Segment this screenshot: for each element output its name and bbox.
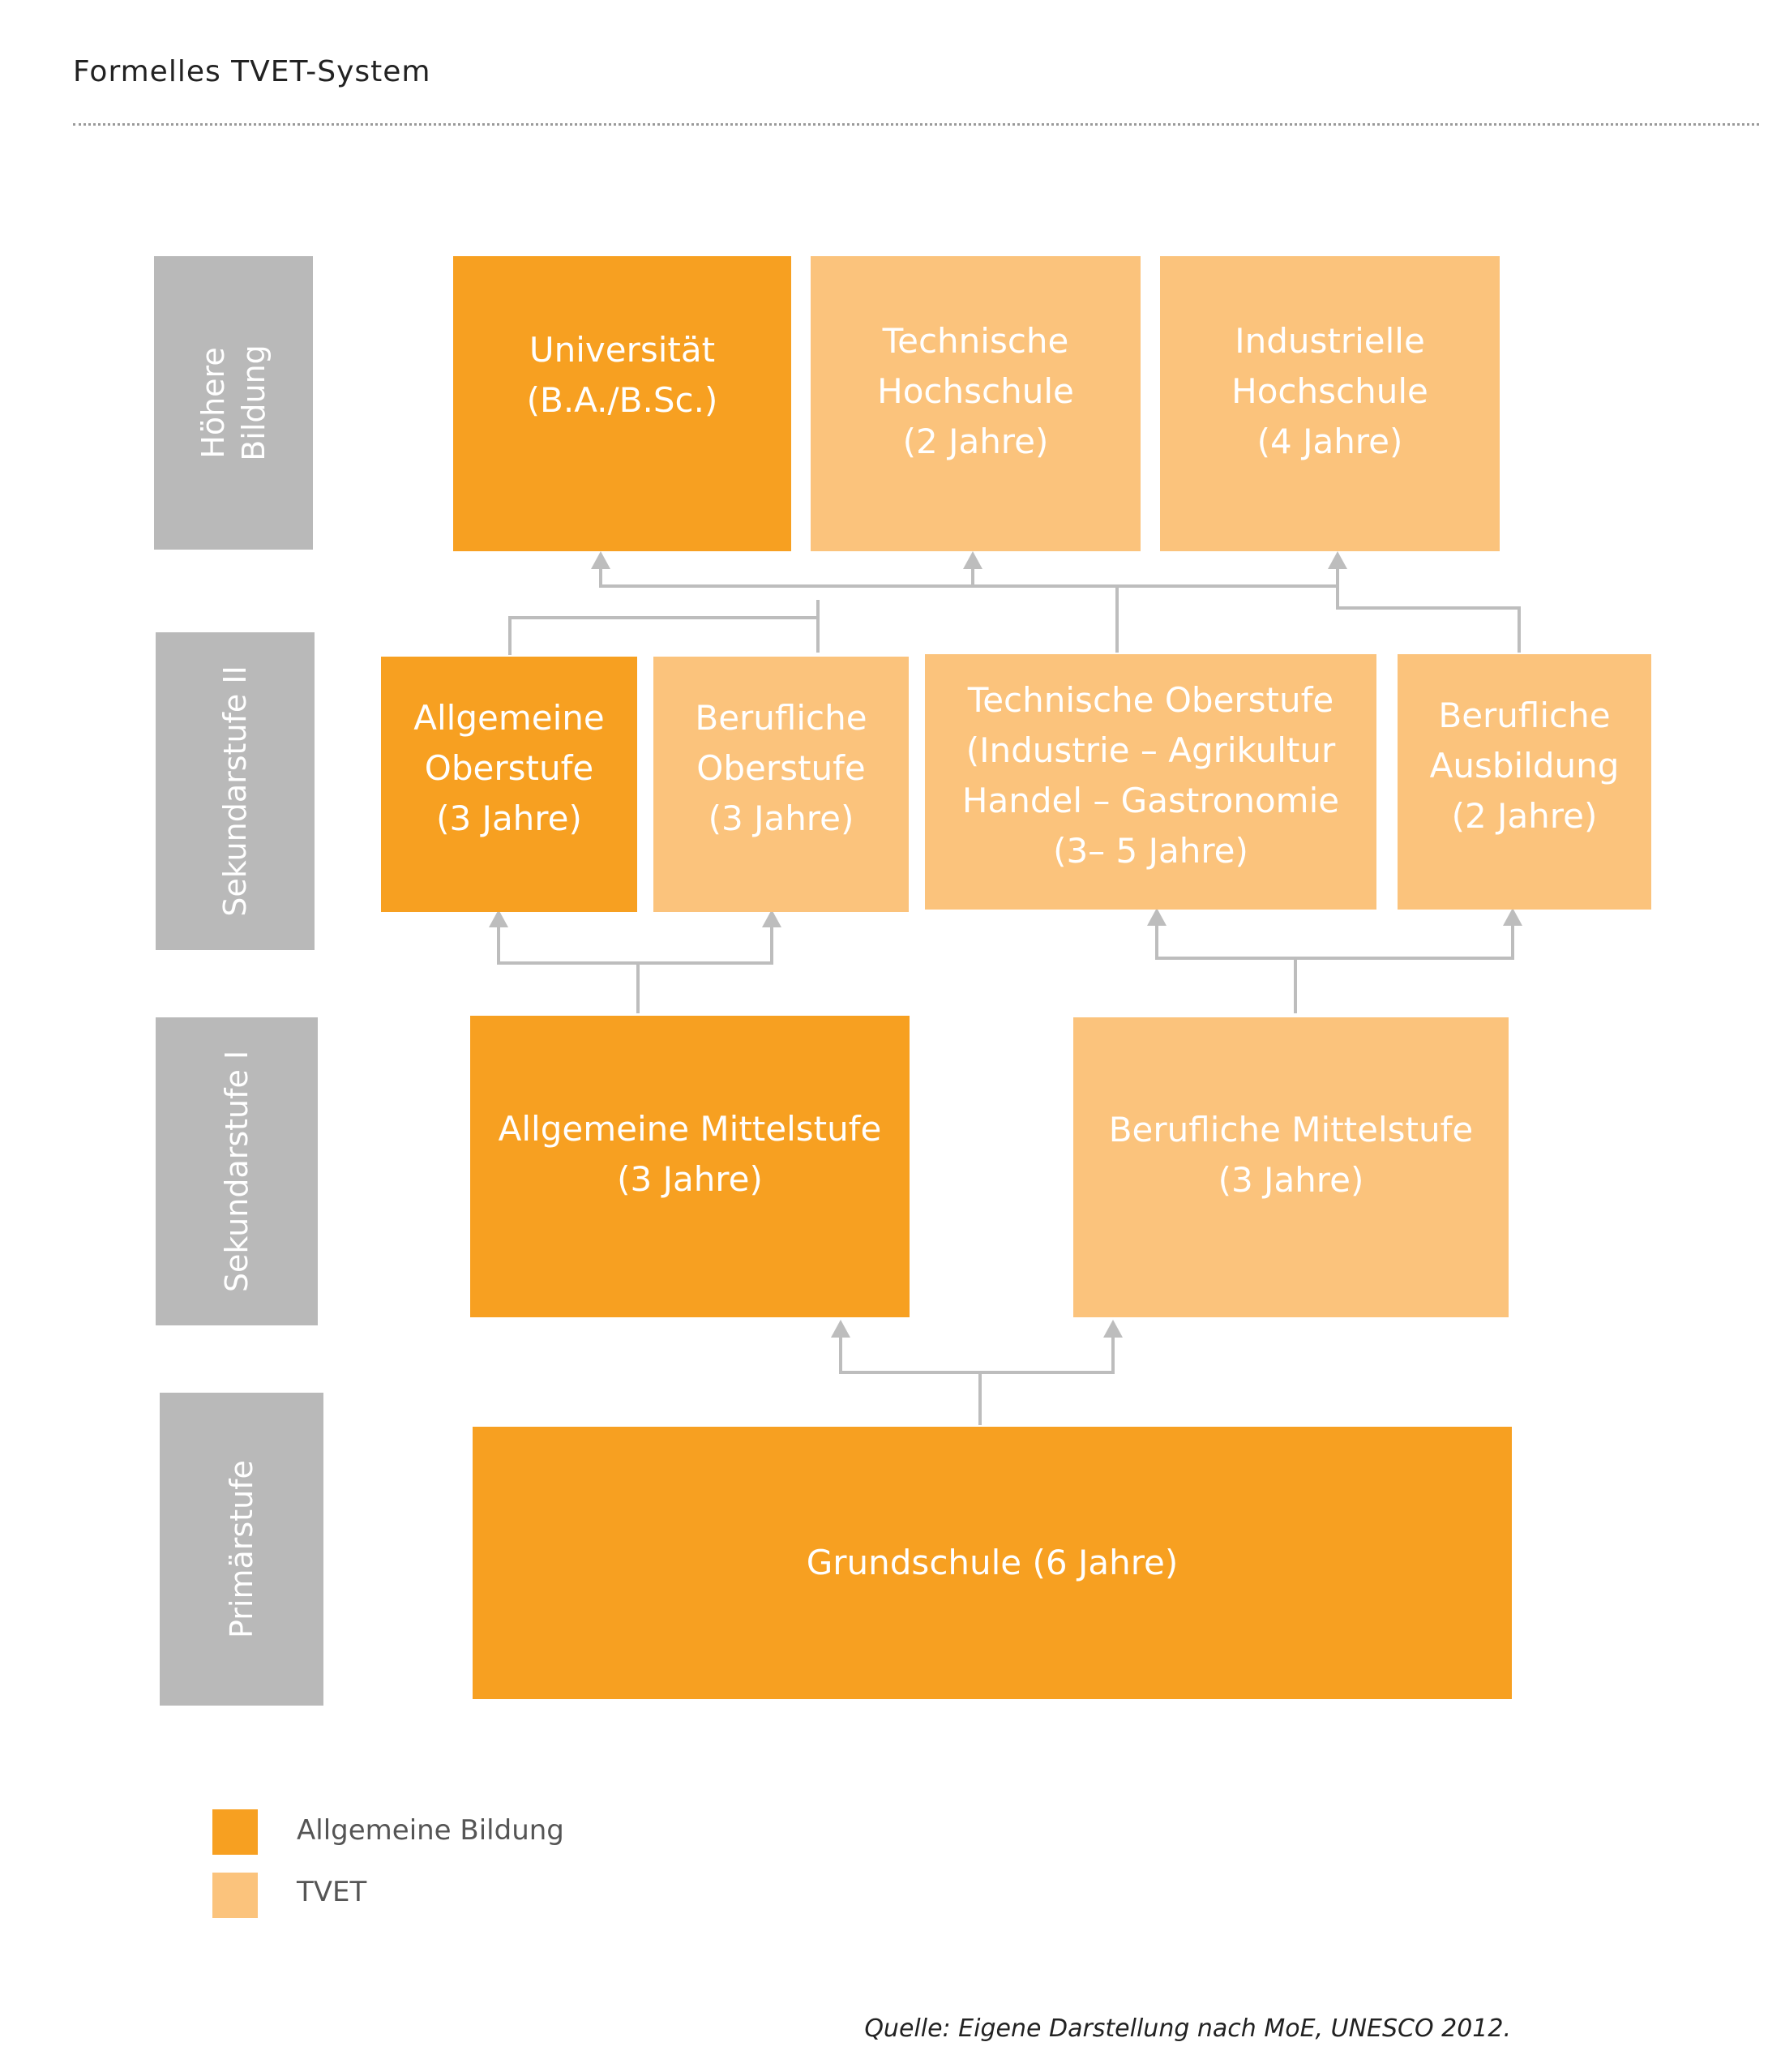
- box-label: Universität (B.A./B.Sc.): [526, 330, 718, 420]
- legend-swatch-tvet: [212, 1873, 258, 1918]
- arrow-allg-mittel: [831, 1320, 850, 1338]
- arrow-ber-mittel: [1103, 1320, 1123, 1338]
- level-label: Höhere Bildung: [195, 345, 272, 461]
- level-secondary-1: Sekundarstufe I: [156, 1017, 318, 1325]
- legend-label-general: Allgemeine Bildung: [297, 1814, 564, 1847]
- connector-allg-ober: [508, 600, 820, 655]
- level-label: Primärstufe: [224, 1460, 259, 1638]
- legend-swatch-general: [212, 1809, 258, 1855]
- box-technische-hochschule: Technische Hochschule (2 Jahre): [811, 256, 1141, 551]
- arrow-tech-ober: [1147, 908, 1167, 926]
- connector-higher-bus: [599, 584, 1338, 588]
- box-universitaet: Universität (B.A./B.Sc.): [453, 256, 791, 551]
- level-secondary-2: Sekundarstufe II: [156, 632, 315, 950]
- box-grundschule: Grundschule (6 Jahre): [473, 1427, 1512, 1699]
- connector-primary-bus: [839, 1336, 1115, 1374]
- arrow-ber-ober: [762, 910, 781, 927]
- arrow-allg-ober: [489, 910, 508, 927]
- dotted-divider: [73, 123, 1759, 126]
- arrow-techhs: [963, 551, 982, 569]
- level-primary: Primärstufe: [160, 1393, 323, 1706]
- box-industrielle-hochschule: Industrielle Hochschule (4 Jahre): [1160, 256, 1500, 551]
- source-note: Quelle: Eigene Darstellung nach MoE, UNE…: [864, 2014, 1511, 2043]
- connector-allg-mittel-bus: [497, 924, 773, 965]
- box-allgemeine-oberstufe: Allgemeine Oberstufe (3 Jahre): [381, 657, 637, 912]
- connector-ber-mittel-bus: [1155, 924, 1514, 960]
- box-label: Technische Hochschule (2 Jahre): [877, 321, 1074, 461]
- level-higher-education: Höhere Bildung: [154, 256, 313, 550]
- box-label: Allgemeine Oberstufe (3 Jahre): [413, 697, 605, 838]
- legend-label-tvet: TVET: [297, 1876, 367, 1908]
- arrow-ber-ausb: [1503, 908, 1522, 926]
- box-technische-oberstufe: Technische Oberstufe (Industrie – Agriku…: [925, 654, 1376, 910]
- box-label: Allgemeine Mittelstufe (3 Jahre): [498, 1109, 882, 1199]
- level-label: Sekundarstufe I: [219, 1050, 255, 1293]
- box-label: Grundschule (6 Jahre): [806, 1543, 1179, 1582]
- connector-ber-ausb: [1336, 586, 1521, 653]
- arrow-indhs: [1328, 551, 1347, 569]
- box-label: Berufliche Oberstufe (3 Jahre): [695, 697, 867, 838]
- box-berufliche-mittelstufe: Berufliche Mittelstufe (3 Jahre): [1073, 1017, 1509, 1317]
- box-berufliche-ausbildung: Berufliche Ausbildung (2 Jahre): [1398, 654, 1651, 910]
- arrow-uni: [591, 551, 610, 569]
- level-label: Sekundarstufe II: [217, 666, 253, 917]
- box-berufliche-oberstufe: Berufliche Oberstufe (3 Jahre): [653, 657, 909, 912]
- box-label: Industrielle Hochschule (4 Jahre): [1231, 321, 1428, 461]
- box-label: Berufliche Mittelstufe (3 Jahre): [1108, 1110, 1474, 1200]
- box-label: Berufliche Ausbildung (2 Jahre): [1429, 695, 1620, 836]
- box-allgemeine-mittelstufe: Allgemeine Mittelstufe (3 Jahre): [470, 1016, 910, 1317]
- box-label: Technische Oberstufe (Industrie – Agriku…: [961, 680, 1340, 871]
- page-title: Formelles TVET-System: [73, 55, 431, 88]
